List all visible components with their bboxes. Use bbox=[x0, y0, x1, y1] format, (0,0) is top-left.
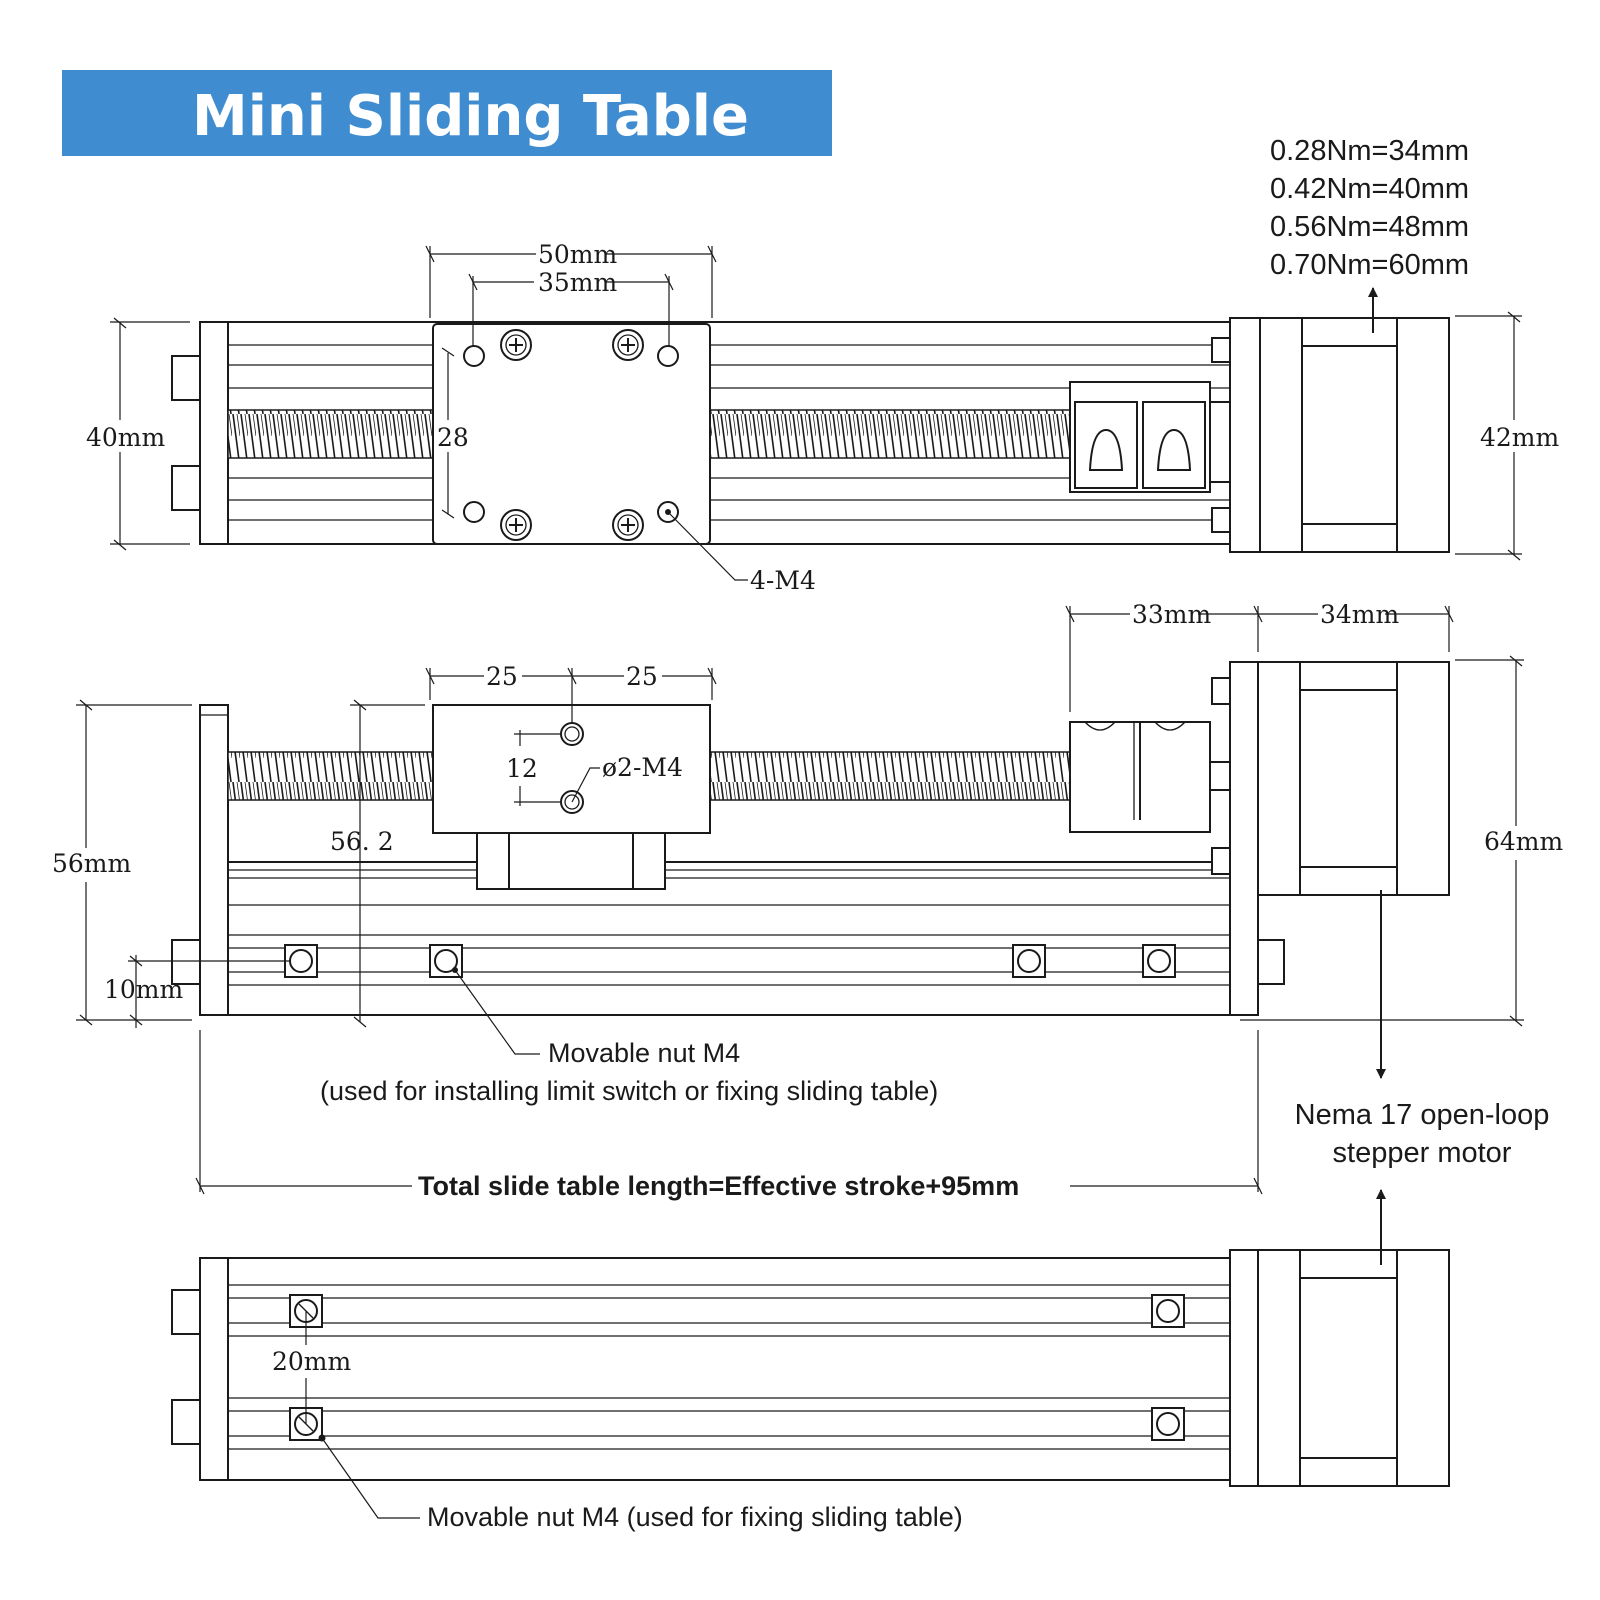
top-carriage-plate bbox=[432, 323, 711, 545]
motor-length-0: 0.28Nm=34mm bbox=[1270, 135, 1469, 167]
top-lead-screw-left bbox=[227, 409, 434, 459]
bottom-view: 20mm Movable nut M4 (used for fixing sli… bbox=[171, 1249, 1450, 1532]
motor-length-3: 0.70Nm=60mm bbox=[1270, 249, 1469, 281]
nut-m4-label: Movable nut M4 bbox=[548, 1038, 740, 1068]
bottom-left-end-plate bbox=[199, 1257, 229, 1481]
dim-10mm: 10mm bbox=[104, 975, 184, 1004]
screw-icon bbox=[500, 329, 532, 361]
dim-50mm: 50mm bbox=[538, 240, 618, 269]
dim-64mm: 64mm bbox=[1484, 827, 1564, 856]
motor-length-2: 0.56Nm=48mm bbox=[1270, 211, 1469, 243]
top-left-end-plate bbox=[199, 321, 229, 545]
dim-12: 12 bbox=[506, 754, 538, 783]
dim-34mm: 34mm bbox=[1320, 600, 1400, 629]
dim-25-left: 25 bbox=[486, 662, 518, 691]
top-motor-body bbox=[1301, 345, 1398, 525]
dim-56-2: 56. 2 bbox=[330, 827, 394, 856]
side-lead-screw-left bbox=[227, 751, 434, 801]
nut-icon bbox=[1151, 1294, 1185, 1328]
title-bar bbox=[62, 70, 832, 156]
top-hole bbox=[463, 501, 485, 523]
bottom-right-end-plate bbox=[1229, 1249, 1259, 1487]
bottom-motor-body bbox=[1299, 1277, 1398, 1459]
screw-icon bbox=[612, 509, 644, 541]
motor-label: Nema 17 open-loop stepper motor bbox=[1295, 890, 1550, 1265]
top-view: 50mm 35mm 28 40mm 42mm 4-M4 bbox=[86, 240, 1560, 595]
dim-28: 28 bbox=[437, 423, 469, 452]
dim-20mm: 20mm bbox=[272, 1347, 352, 1376]
dim-33mm: 33mm bbox=[1132, 600, 1212, 629]
nut-icon bbox=[1142, 944, 1176, 978]
side-right-end-plate bbox=[1229, 661, 1259, 1016]
screw-icon bbox=[612, 329, 644, 361]
motor-length-1: 0.42Nm=40mm bbox=[1270, 173, 1469, 205]
side-carriage-block bbox=[476, 832, 666, 890]
total-length-label: Total slide table length=Effective strok… bbox=[418, 1171, 1019, 1201]
nut-m4-note: (used for installing limit switch or fix… bbox=[320, 1076, 938, 1106]
side-motor-body bbox=[1299, 689, 1398, 868]
side-view: 33mm 34mm 25 25 12 ø2-M4 56. 2 56mm bbox=[52, 600, 1564, 1201]
top-left-stub-2 bbox=[171, 465, 201, 511]
side-left-end-plate bbox=[199, 704, 229, 1016]
side-motor-flange bbox=[1257, 661, 1301, 896]
dim-56mm: 56mm bbox=[52, 849, 132, 878]
bottom-nut-label: Movable nut M4 (used for fixing sliding … bbox=[427, 1502, 963, 1532]
top-lead-screw-right bbox=[709, 409, 1071, 459]
top-left-stub-1 bbox=[171, 355, 201, 401]
nut-icon bbox=[1012, 944, 1046, 978]
top-hole bbox=[657, 345, 679, 367]
title-banner: Mini Sliding Table bbox=[62, 70, 832, 156]
side-lead-screw-right bbox=[709, 751, 1071, 801]
side-rail-body bbox=[227, 861, 1231, 1016]
dim-40mm: 40mm bbox=[86, 423, 166, 452]
motor-length-list: 0.28Nm=34mm 0.42Nm=40mm 0.56Nm=48mm 0.70… bbox=[1270, 135, 1469, 333]
page-title: Mini Sliding Table bbox=[192, 84, 749, 149]
bottom-motor-flange bbox=[1257, 1249, 1301, 1487]
nut-icon bbox=[284, 944, 318, 978]
bottom-rail-body bbox=[199, 1257, 1231, 1481]
dim-25-right: 25 bbox=[626, 662, 658, 691]
holes-2-m4-label: ø2-M4 bbox=[602, 753, 683, 782]
holes-4-m4-label: 4-M4 bbox=[750, 566, 816, 595]
dim-42mm: 42mm bbox=[1480, 423, 1560, 452]
motor-label-line-1: Nema 17 open-loop bbox=[1295, 1099, 1550, 1131]
top-motor-flange bbox=[1229, 317, 1261, 553]
motor-label-line-2: stepper motor bbox=[1333, 1137, 1512, 1169]
side-hole bbox=[560, 722, 584, 746]
dim-35mm: 35mm bbox=[538, 268, 618, 297]
screw-icon bbox=[500, 509, 532, 541]
top-hole bbox=[463, 345, 485, 367]
nut-icon bbox=[1151, 1407, 1185, 1441]
